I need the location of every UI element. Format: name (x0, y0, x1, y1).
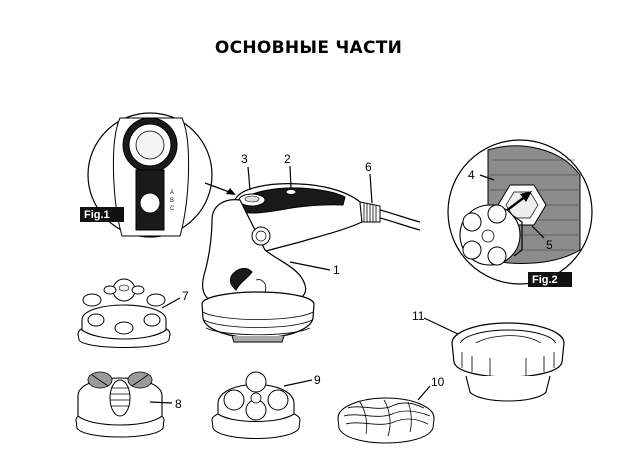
fig1-mode-c: C (170, 206, 175, 212)
massager-main-unit (201, 183, 421, 343)
callout-9: 9 (314, 373, 321, 387)
callout-8: 8 (175, 397, 182, 411)
attachment-9 (211, 371, 301, 439)
attachment-10 (337, 397, 435, 444)
callout-7: 7 (182, 289, 189, 303)
fig1-mode-a: A (170, 190, 174, 196)
attachment-11-cover (451, 322, 565, 402)
callout-1: 1 (333, 263, 340, 277)
fig1-mode-b: B (170, 198, 174, 204)
attachment-8 (75, 371, 165, 438)
callout-3: 3 (241, 152, 248, 166)
fig1-inset: · A B C Fig.1 (80, 112, 236, 238)
callout-2: 2 (284, 152, 291, 166)
callout-4: 4 (468, 168, 475, 182)
callout-6: 6 (365, 160, 372, 174)
fig2-label: Fig.2 (532, 274, 558, 286)
callout-10: 10 (431, 375, 445, 389)
page-title: ОСНОВНЫЕ ЧАСТИ (214, 38, 403, 58)
fig2-inset: Fig.2 (447, 139, 593, 287)
attachment-7 (77, 278, 171, 348)
callout-5: 5 (546, 238, 553, 252)
fig1-label: Fig.1 (84, 209, 110, 221)
callout-11: 11 (412, 309, 425, 323)
fig1-dial-mark: · (124, 146, 126, 152)
